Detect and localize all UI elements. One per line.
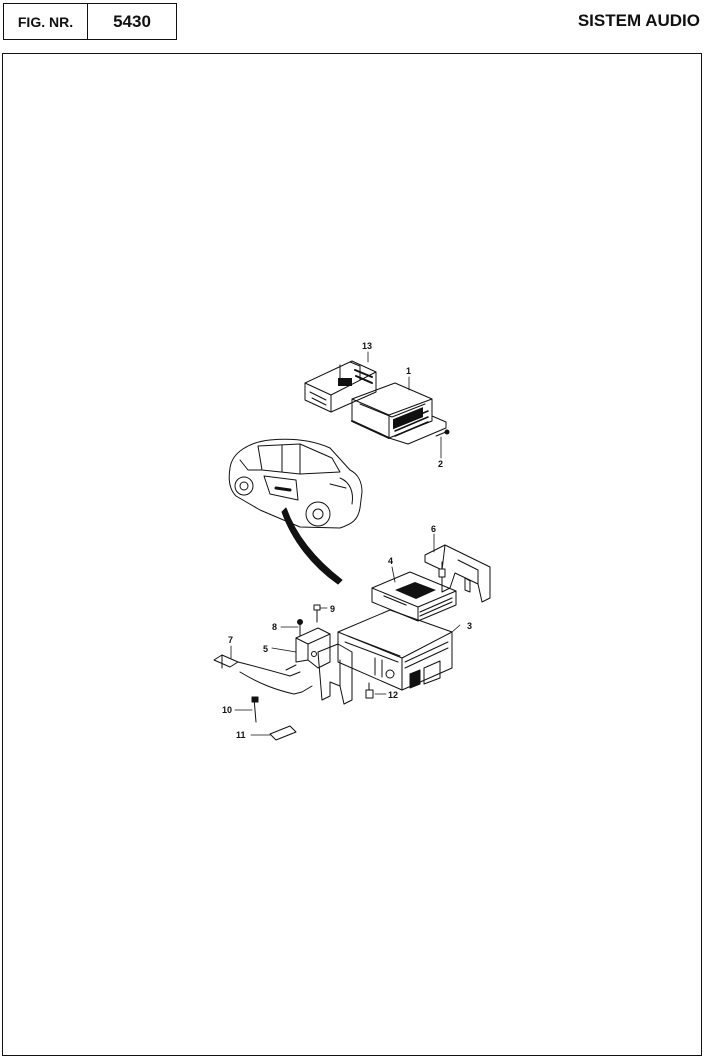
figure-number-label: FIG. NR. [4, 4, 88, 39]
callout-11: 11 [236, 730, 246, 740]
callout-10: 10 [222, 705, 232, 715]
changer-side-bracket [317, 643, 353, 705]
callout-2: 2 [438, 459, 443, 469]
car-illustration [228, 438, 363, 529]
part-9-bolt [313, 604, 321, 623]
part-5-bracket [285, 627, 331, 671]
part-10-cable-tie [251, 696, 259, 723]
location-pointer [281, 507, 343, 585]
part-7-antenna-cable [213, 654, 313, 695]
callout-12: 12 [388, 690, 398, 700]
part-8-screw [297, 619, 303, 637]
page-title: SISTEM AUDIO [577, 11, 700, 30]
callout-13: 13 [362, 341, 372, 351]
callout-4: 4 [388, 556, 393, 566]
part-11-pad [269, 725, 297, 741]
callout-8: 8 [272, 622, 277, 632]
part-2-screw [435, 429, 450, 437]
callout-7: 7 [228, 635, 233, 645]
part-13-mounting-sleeve [304, 360, 377, 413]
figure-number-box: FIG. NR. 5430 [3, 3, 177, 40]
diagram-frame [2, 53, 702, 1056]
callout-5: 5 [263, 644, 268, 654]
callout-6: 6 [431, 524, 436, 534]
figure-number-value: 5430 [113, 11, 151, 31]
callout-9: 9 [330, 604, 335, 614]
part-1-radio-unit [351, 382, 447, 445]
part-6-fastener [438, 561, 446, 578]
part-6-bracket [424, 544, 491, 603]
callout-3: 3 [467, 621, 472, 631]
part-3-cd-changer [337, 609, 453, 691]
part-4-amplifier [371, 571, 457, 622]
callout-labels: 13 1 2 6 4 3 9 8 7 5 12 10 11 [222, 341, 472, 740]
callout-1: 1 [406, 366, 411, 376]
leader-lines [230, 351, 461, 736]
part-12-nut [365, 682, 374, 699]
